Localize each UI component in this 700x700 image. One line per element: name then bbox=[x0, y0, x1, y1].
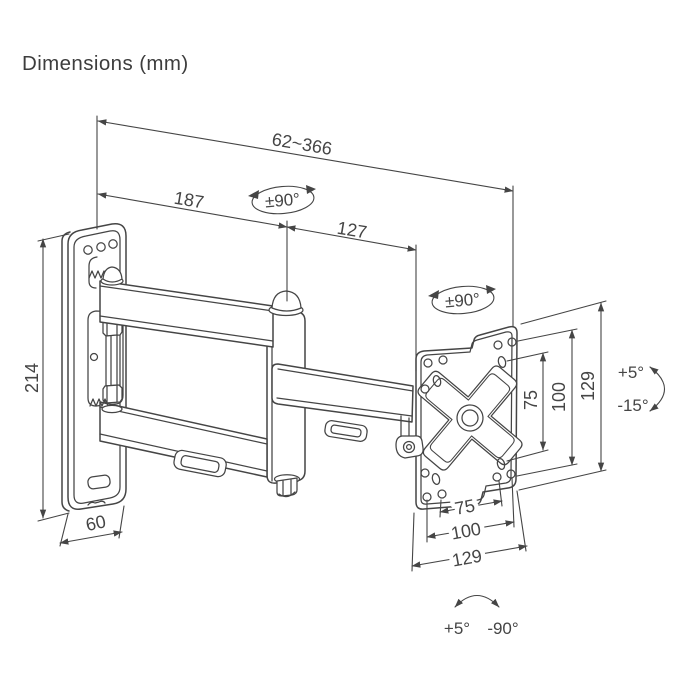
dim-label-v129: 129 bbox=[578, 371, 598, 401]
rotation-ellipse-icon bbox=[251, 185, 315, 215]
dim-label-h75: 75 bbox=[453, 495, 476, 518]
dim-label-range: 62~366 bbox=[270, 129, 333, 159]
extension-line bbox=[59, 513, 69, 547]
rotation-arrow-icon bbox=[486, 285, 496, 294]
angle-label-swivel2: ±90° bbox=[444, 290, 481, 312]
dim-label-h100: 100 bbox=[449, 519, 482, 544]
hinge-recess bbox=[88, 256, 98, 289]
vesa-plate-inner-edge bbox=[420, 331, 513, 505]
dim-label-v100: 100 bbox=[549, 382, 569, 412]
angle-label-tilt-up: +5° bbox=[618, 363, 644, 382]
pivot-dome bbox=[102, 266, 123, 283]
angle-label-roll-up: +5° bbox=[444, 619, 470, 638]
extension-line bbox=[520, 300, 607, 325]
center-hole-icon bbox=[461, 409, 479, 427]
dim-label-v75: 75 bbox=[521, 390, 541, 410]
extension-line bbox=[506, 449, 549, 462]
dim-plate-width: 60 bbox=[59, 505, 125, 547]
upper-arm-body bbox=[99, 280, 274, 348]
rotation-arrow-icon bbox=[306, 185, 316, 194]
pivot-flange bbox=[101, 404, 123, 414]
middle-arm-edge-lines bbox=[276, 368, 414, 417]
center-hole-icon bbox=[456, 404, 484, 432]
dim-label-plate-width: 60 bbox=[84, 511, 108, 535]
tilt-bolt-icon bbox=[405, 443, 413, 451]
swivel-annotation-2: ±90° bbox=[428, 285, 496, 315]
dimension-line bbox=[439, 499, 503, 514]
dim-label-arm1: 187 bbox=[173, 188, 206, 213]
nut-facets bbox=[278, 479, 296, 498]
rotation-ellipse-icon bbox=[431, 285, 495, 315]
elbow-nut bbox=[273, 474, 301, 498]
dim-label-h129: 129 bbox=[450, 546, 483, 571]
tilt-hook bbox=[395, 435, 424, 459]
serrated-washer-icon bbox=[89, 398, 109, 407]
extension-line bbox=[516, 463, 578, 477]
dimension-line bbox=[59, 530, 123, 545]
angle-label-swivel1: ±90° bbox=[264, 190, 301, 212]
angle-label-tilt-down: -15° bbox=[617, 396, 648, 415]
tilt-bracket bbox=[395, 435, 424, 459]
rotation-arrow-icon bbox=[428, 290, 439, 299]
dim-label-plate-height: 214 bbox=[22, 363, 42, 393]
rotation-annotation: +5° -90° bbox=[444, 594, 519, 638]
extension-line bbox=[411, 512, 415, 572]
serrated-washer-icon bbox=[88, 270, 108, 279]
rotation-arrow-icon bbox=[248, 190, 259, 199]
extension-line bbox=[37, 512, 70, 522]
bottom-slot bbox=[87, 474, 111, 490]
vesa-holes bbox=[420, 337, 517, 502]
tilt-bracket-upright bbox=[400, 415, 410, 439]
bottom-notch bbox=[87, 500, 106, 506]
dimension-line bbox=[97, 119, 514, 193]
vesa-boss bbox=[417, 365, 523, 471]
middle-arm bbox=[271, 363, 414, 442]
mount-hole-icon bbox=[83, 245, 93, 255]
wall-plate-inner-edge bbox=[73, 230, 121, 504]
dim-plate-height: 214 bbox=[22, 233, 70, 522]
vesa-plate bbox=[395, 325, 523, 510]
dim-vesa-vertical: 75 100 129 bbox=[506, 300, 607, 491]
tilt-bolt-icon bbox=[402, 440, 416, 454]
middle-arm-body bbox=[271, 363, 414, 423]
dim-label-arm2: 127 bbox=[336, 218, 369, 243]
lower-arm bbox=[99, 401, 268, 478]
dim-arm-segments: 187 127 bbox=[97, 188, 417, 372]
lower-arm-body bbox=[99, 401, 268, 478]
extension-line bbox=[118, 505, 125, 539]
dimension-line bbox=[97, 192, 288, 229]
dimension-line bbox=[411, 544, 528, 568]
lower-hinge bbox=[89, 398, 123, 414]
extension-line bbox=[511, 477, 515, 528]
extension-line bbox=[517, 328, 578, 342]
upper-arm bbox=[99, 280, 274, 348]
wall-plate-side-edge bbox=[61, 231, 71, 512]
tilt-annotation: +5° -15° bbox=[617, 363, 666, 415]
tilt-arc-icon bbox=[649, 366, 666, 412]
dimension-line bbox=[286, 225, 417, 252]
cable-clip bbox=[173, 449, 227, 478]
swivel-annotation-1: ±90° bbox=[248, 185, 316, 215]
cable-clip bbox=[324, 420, 368, 442]
dimension-line bbox=[426, 520, 515, 539]
small-hole-icon bbox=[89, 352, 99, 362]
angle-label-roll-down: -90° bbox=[487, 619, 518, 638]
rotation-arc-icon bbox=[454, 594, 500, 608]
mount-hole-icon bbox=[96, 242, 106, 252]
wall-plate bbox=[61, 223, 127, 512]
extension-line bbox=[516, 490, 527, 552]
mount-hole-icon bbox=[108, 239, 118, 249]
upper-hinge bbox=[88, 266, 124, 286]
elbow-dome bbox=[268, 290, 304, 317]
extension-line bbox=[518, 469, 607, 491]
upper-arm-edge-lines bbox=[99, 285, 274, 342]
page-title: Dimensions (mm) bbox=[22, 52, 189, 75]
